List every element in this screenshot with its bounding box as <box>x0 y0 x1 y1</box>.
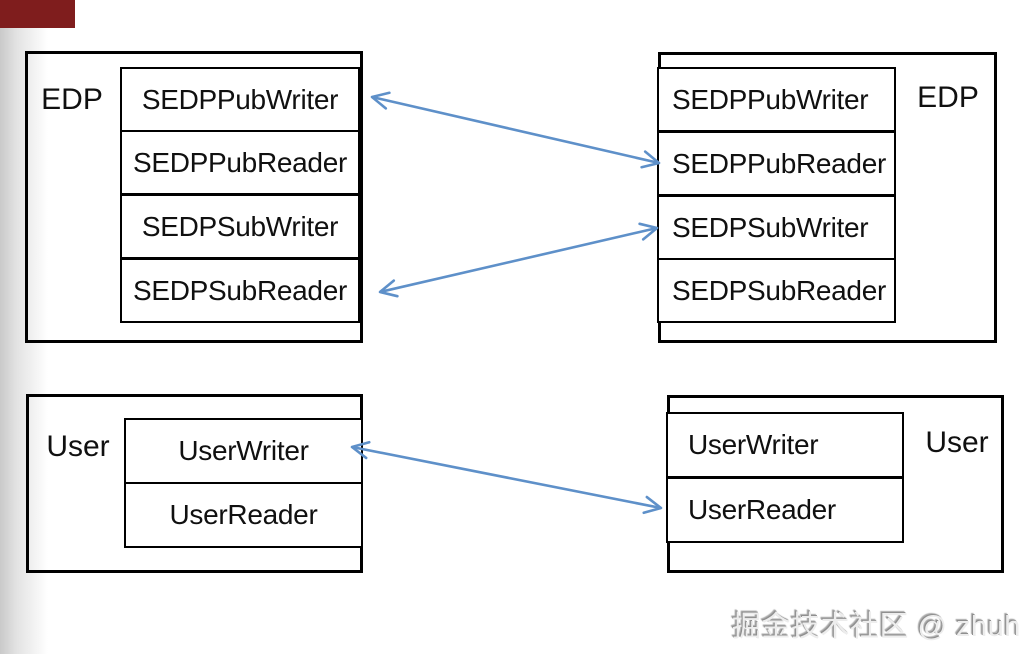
corner-badge <box>0 0 75 28</box>
arrow-left-pubwriter-to-right-pubreader <box>370 91 661 169</box>
right-user-label: User <box>925 426 989 459</box>
left-user-reader-box: UserReader <box>124 482 363 548</box>
watermark-text: 掘金技术社区 @ zhuhit <box>732 611 1020 643</box>
left-user-writer-box: UserWriter <box>124 418 363 484</box>
left-edp-container-box <box>25 51 363 343</box>
left-user-label: User <box>46 430 110 463</box>
left-sedp-pub-reader-box: SEDPPubReader <box>120 130 360 195</box>
right-sedp-sub-writer-box: SEDPSubWriter <box>657 195 896 260</box>
right-user-reader-box: UserReader <box>666 477 904 543</box>
right-sedp-pub-reader-box: SEDPPubReader <box>657 131 896 196</box>
left-edge-shadow <box>0 0 48 654</box>
left-edp-label: EDP <box>41 83 103 116</box>
right-sedp-sub-reader-box: SEDPSubReader <box>657 258 896 323</box>
left-sedp-sub-reader-box: SEDPSubReader <box>120 258 360 323</box>
left-sedp-sub-writer-box: SEDPSubWriter <box>120 194 360 259</box>
right-user-writer-box: UserWriter <box>666 412 904 478</box>
arrow-left-userwriter-to-right-userreader <box>350 440 663 515</box>
left-sedp-pub-writer-box: SEDPPubWriter <box>120 67 360 132</box>
right-edp-label: EDP <box>917 81 979 114</box>
right-sedp-pub-writer-box: SEDPPubWriter <box>657 67 896 132</box>
arrow-left-subreader-to-right-subwriter <box>378 222 659 298</box>
